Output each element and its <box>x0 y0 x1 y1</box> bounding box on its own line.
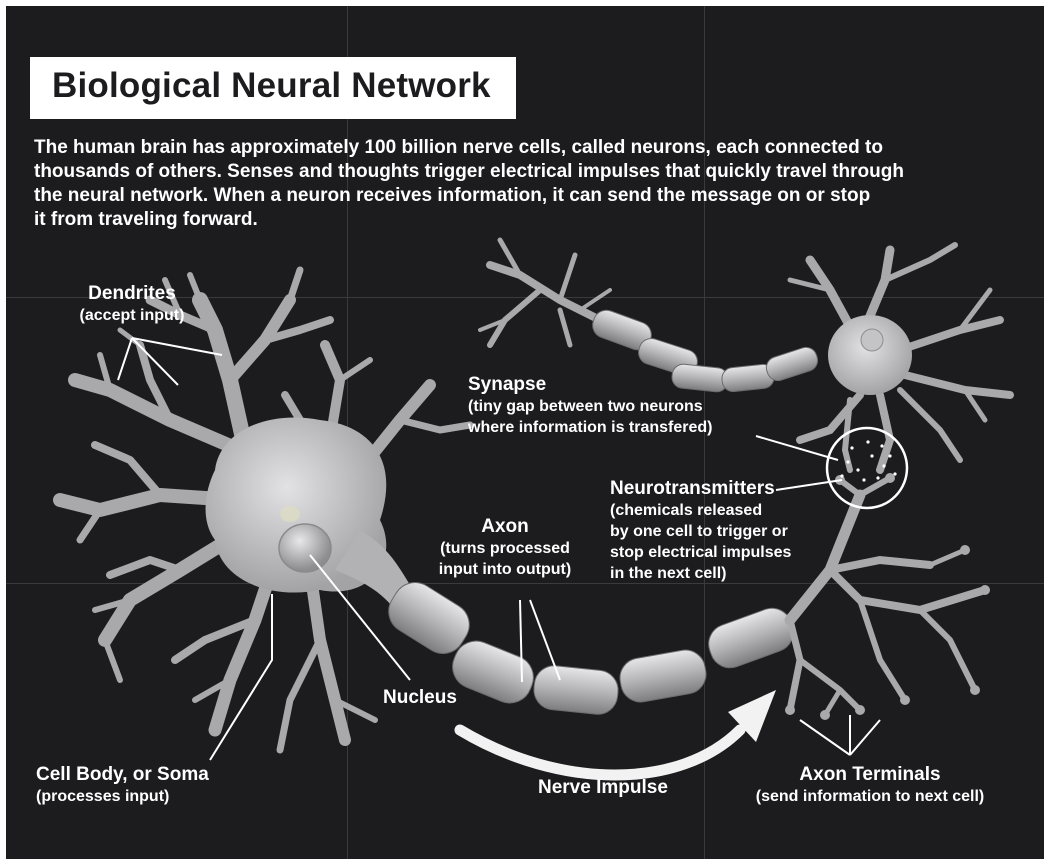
nucleolus-shape <box>280 506 300 522</box>
intro-line: The human brain has approximately 100 bi… <box>34 136 994 160</box>
page-title: Biological Neural Network <box>52 66 491 106</box>
second-nucleus-shape <box>861 329 883 351</box>
nerve-impulse-title: Nerve Impulse <box>538 777 668 799</box>
dendrites-sub: (accept input) <box>52 305 212 326</box>
axon-terminals-sub: (send information to next cell) <box>730 786 1010 807</box>
intro-paragraph: The human brain has approximately 100 bi… <box>34 136 994 232</box>
synapse-label: Synapse (tiny gap between two neurons wh… <box>468 374 713 438</box>
axon-terminal-branches <box>790 478 985 715</box>
synapse-circle <box>827 428 907 508</box>
neurotransmitters-label: Neurotransmitters (chemicals released by… <box>610 478 791 584</box>
neurotransmitters-sub: stop electrical impulses <box>610 542 791 563</box>
axon-label: Axon (turns processed input into output) <box>420 516 590 580</box>
synapse-sub: (tiny gap between two neurons <box>468 396 713 417</box>
neurotransmitters-sub: (chemicals released <box>610 500 791 521</box>
intro-line: thousands of others. Senses and thoughts… <box>34 160 994 184</box>
second-neuron-dendrites <box>480 240 610 345</box>
dendrites-label: Dendrites (accept input) <box>52 283 212 326</box>
second-soma-shape <box>828 315 912 395</box>
nucleus-label: Nucleus <box>383 687 457 709</box>
axon-sub: input into output) <box>420 559 590 580</box>
soma-label: Cell Body, or Soma (processes input) <box>36 764 209 807</box>
axon-terminals-label: Axon Terminals (send information to next… <box>730 764 1010 807</box>
nucleus-shape <box>279 524 331 572</box>
soma-sub: (processes input) <box>36 786 209 807</box>
axon-sub: (turns processed <box>420 538 590 559</box>
axon-terminals-title: Axon Terminals <box>730 764 1010 786</box>
intro-line: the neural network. When a neuron receiv… <box>34 184 994 208</box>
dendrites-title: Dendrites <box>52 283 212 305</box>
soma-title: Cell Body, or Soma <box>36 764 209 786</box>
synapse-sub: where information is transfered) <box>468 417 713 438</box>
neurotransmitters-title: Neurotransmitters <box>610 478 791 500</box>
neurotransmitters-sub: by one cell to trigger or <box>610 521 791 542</box>
synapse-title: Synapse <box>468 374 713 396</box>
nucleus-title: Nucleus <box>383 687 457 709</box>
intro-line: it from traveling forward. <box>34 208 994 232</box>
neurotransmitters-sub: in the next cell) <box>610 563 791 584</box>
axon-title: Axon <box>420 516 590 538</box>
nerve-impulse-label: Nerve Impulse <box>538 777 668 799</box>
nerve-impulse-arrow <box>460 730 740 775</box>
